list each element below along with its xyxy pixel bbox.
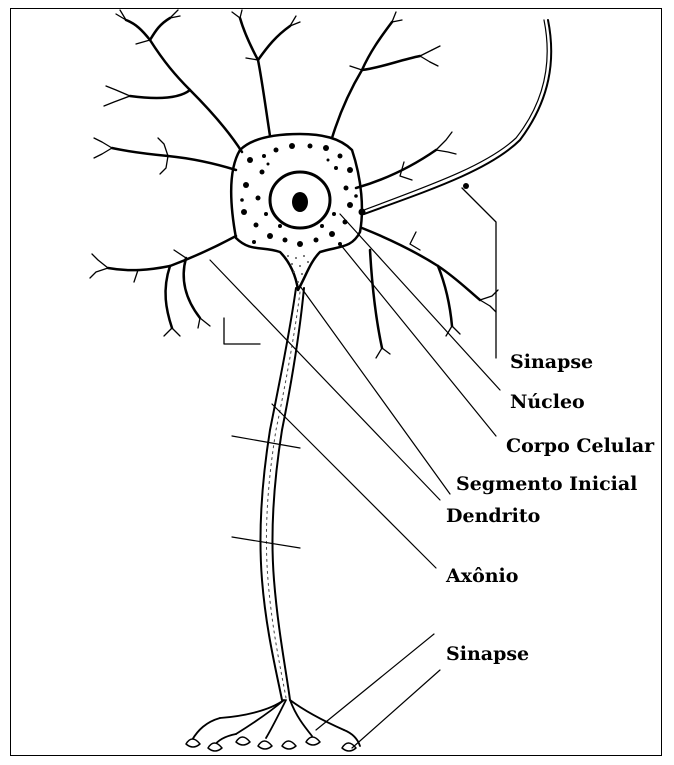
label-nucleo: Núcleo (510, 391, 585, 413)
leader-line-axonio (272, 404, 436, 568)
leader-line-nucleo (340, 214, 500, 390)
axon-terminals (192, 700, 360, 746)
leader-line-sinapse-bottom-2 (352, 670, 440, 748)
label-sinapse-bottom: Sinapse (446, 643, 529, 665)
axon-cut-mark (232, 537, 300, 548)
nucleus (270, 172, 330, 228)
synaptic-boutons (186, 737, 356, 751)
label-corpo-celular: Corpo Celular (506, 435, 655, 457)
leader-line-segmento-inicial (300, 286, 450, 494)
leader-line-dendrito (210, 260, 440, 500)
leader-line-corpo-celular (340, 244, 496, 436)
label-segmento-inicial: Segmento Inicial (456, 473, 637, 495)
axon-cut-mark (232, 436, 300, 448)
leader-line-sinapse-bottom-1 (316, 634, 434, 730)
axon (260, 288, 304, 700)
label-axonio: Axônio (445, 565, 518, 587)
label-sinapse-top: Sinapse (510, 351, 593, 373)
label-dendrito: Dendrito (446, 505, 540, 527)
presynaptic-axon (364, 20, 551, 214)
